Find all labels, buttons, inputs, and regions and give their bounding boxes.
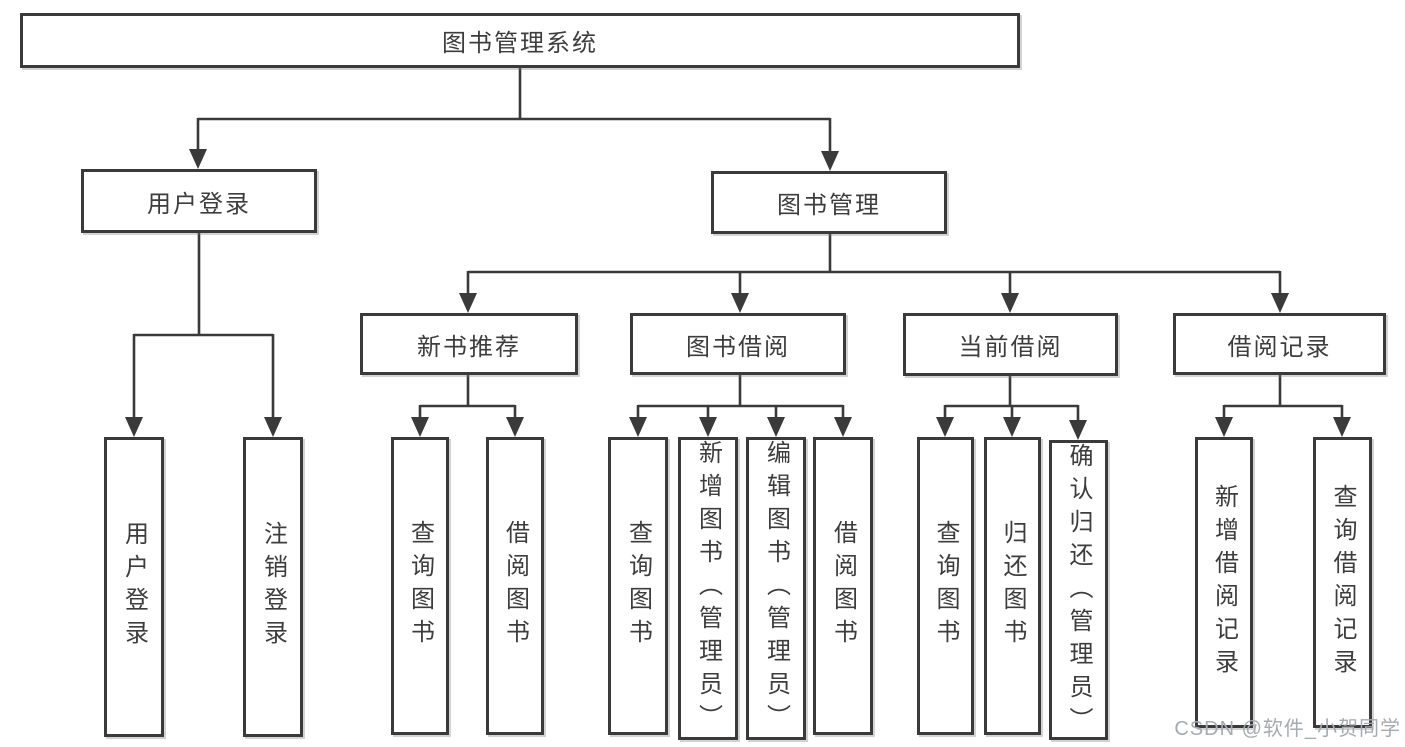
csdn-watermark: CSDN @软件_小贺同学	[1174, 718, 1401, 740]
node-library-management-system: 图书管理系统	[20, 13, 1020, 68]
node-new-book-recommendation: 新书推荐	[360, 313, 578, 375]
leaf-search-books-current: 查询图书	[917, 437, 974, 735]
leaf-borrow-books-recommend: 借阅图书	[486, 437, 544, 735]
node-current-borrowing: 当前借阅	[903, 313, 1118, 376]
leaf-add-book-admin: 新增图书（管理员）	[678, 437, 738, 740]
node-book-borrowing: 图书借阅	[630, 313, 846, 375]
arrowheads	[125, 149, 1351, 440]
leaf-search-borrow-record: 查询借阅记录	[1313, 437, 1372, 728]
leaf-search-books-recommend: 查询图书	[391, 437, 449, 735]
leaf-user-login: 用户登录	[104, 437, 164, 737]
leaf-borrow-books: 借阅图书	[813, 437, 873, 735]
connector-path	[132, 68, 1344, 422]
node-book-management: 图书管理	[711, 171, 947, 234]
node-user-login: 用户登录	[81, 169, 317, 233]
leaf-logout: 注销登录	[243, 437, 303, 737]
node-borrowing-records: 借阅记录	[1173, 313, 1386, 375]
leaf-search-books-borrow: 查询图书	[608, 437, 668, 735]
leaf-return-books: 归还图书	[984, 437, 1041, 735]
leaf-add-borrow-record: 新增借阅记录	[1195, 437, 1253, 728]
leaf-confirm-return-admin: 确认归还（管理员）	[1049, 440, 1108, 740]
leaf-edit-book-admin: 编辑图书（管理员）	[746, 437, 806, 740]
